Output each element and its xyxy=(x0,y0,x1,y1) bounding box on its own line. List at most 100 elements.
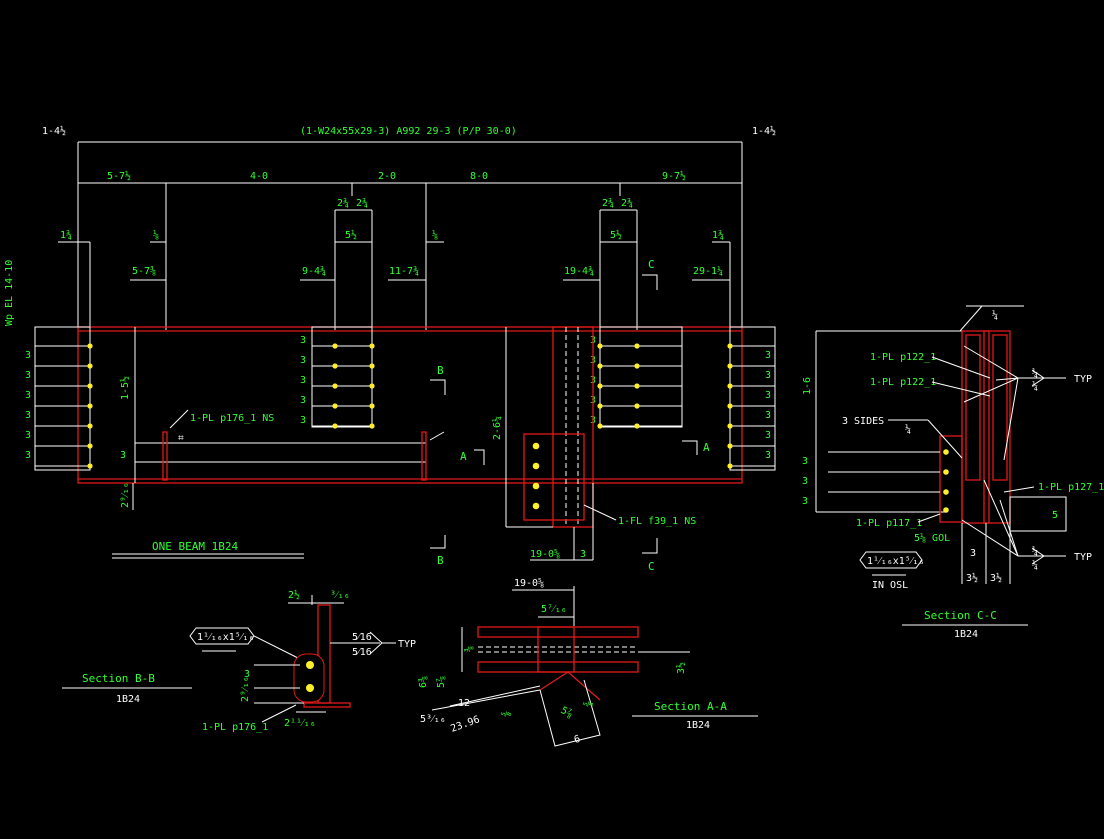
section-b-title: Section B-B xyxy=(82,672,155,685)
plate-note-b: 1-PL p176_1 xyxy=(202,722,268,733)
svg-text:3: 3 xyxy=(765,410,771,421)
svg-text:3: 3 xyxy=(802,456,808,467)
dim-mid-1: 2¾ xyxy=(356,197,368,209)
svg-text:B: B xyxy=(437,554,444,567)
dim-top2-b: ³⁄₁₆ xyxy=(330,590,350,601)
dim-locate-3: 19-4¾ xyxy=(564,265,594,277)
svg-text:TYP: TYP xyxy=(1074,552,1092,563)
dim-small-3: ⅛ xyxy=(432,229,438,241)
svg-text:IN OSL: IN OSL xyxy=(872,580,908,591)
section-c-c: 1-6 5 ¼ 3 3 3 1-PL p122_1 1-PL p122_1 3 … xyxy=(802,305,1104,640)
bolt-rows-right xyxy=(727,343,775,469)
bolt-rows-left xyxy=(35,343,93,469)
svg-text:3½: 3½ xyxy=(990,572,1002,584)
bolt-spacing-labels: 3 3 3 3 3 3 3 3 3 3 3 3 3 3 3 3 3 3 3 3 … xyxy=(25,335,771,461)
svg-text:3½: 3½ xyxy=(675,662,687,674)
plate-note-c1: 1-PL p122_1 xyxy=(870,352,936,363)
section-cut-c-bottom: C xyxy=(642,538,658,573)
svg-text:12: 12 xyxy=(458,698,470,709)
dim-mid-2: 2¾ xyxy=(602,197,614,209)
svg-text:2⁹⁄₁₆: 2⁹⁄₁₆ xyxy=(240,676,251,702)
svg-text:3: 3 xyxy=(765,350,771,361)
svg-text:3: 3 xyxy=(300,415,306,426)
section-b-subtitle: 1B24 xyxy=(116,694,140,705)
section-a-a: 19-0⅝ 5⁷⁄₁₆ ⅜ 6⅜ 5⅞ 3½ 12 5³⁄₁₆ 23.96 ⅝ … xyxy=(417,577,758,747)
svg-text:3: 3 xyxy=(300,375,306,386)
dim-small-4: 5½ xyxy=(610,229,622,241)
section-cut-b-bottom: B xyxy=(430,535,446,567)
dim-locate-1: 9-4¾ xyxy=(302,265,326,277)
svg-text:TYP: TYP xyxy=(1074,374,1092,385)
svg-text:5⁄16: 5⁄16 xyxy=(352,632,372,643)
svg-text:1-6: 1-6 xyxy=(802,377,813,395)
svg-text:5⁄16: 5⁄16 xyxy=(352,647,372,658)
beam-title: ONE BEAM 1B24 xyxy=(152,540,238,553)
svg-text:3: 3 xyxy=(300,355,306,366)
svg-text:⅝: ⅝ xyxy=(500,709,513,720)
dim-top-4: 9-7½ xyxy=(662,170,686,182)
svg-text:TYP: TYP xyxy=(398,639,416,650)
dim-mid-3: 2¾ xyxy=(621,197,633,209)
dim-top-1: 4-0 xyxy=(250,171,268,182)
svg-text:5⅞: 5⅞ xyxy=(559,704,575,720)
web-dim-3: 3 xyxy=(120,450,126,461)
svg-text:3: 3 xyxy=(25,410,31,421)
dim-small-2: 5½ xyxy=(345,229,357,241)
dim-small-1: ⅛ xyxy=(153,229,159,241)
svg-text:¼: ¼ xyxy=(1032,380,1038,392)
svg-text:3: 3 xyxy=(802,476,808,487)
section-cut-c-top: C xyxy=(642,258,658,290)
svg-text:3: 3 xyxy=(765,390,771,401)
svg-text:5⅞: 5⅞ xyxy=(435,676,447,688)
dim-top-2: 2-0 xyxy=(378,171,396,182)
svg-text:3½: 3½ xyxy=(966,572,978,584)
svg-text:3: 3 xyxy=(25,430,31,441)
member-title: (1-W24x55x29-3) A992 29-3 (P/P 30-0) xyxy=(300,126,517,137)
svg-text:3: 3 xyxy=(300,395,306,406)
section-c-subtitle: 1B24 xyxy=(954,629,978,640)
plate-note-c2: 1-PL p122_1 xyxy=(870,377,936,388)
section-cut-b-top: B xyxy=(430,364,446,395)
svg-text:6⅜: 6⅜ xyxy=(417,676,429,688)
plate-note-c4: 1-PL p117_1 xyxy=(856,518,922,529)
svg-text:5: 5 xyxy=(1052,510,1058,521)
svg-text:19-0⅝: 19-0⅝ xyxy=(514,577,544,589)
svg-text:3: 3 xyxy=(802,496,808,507)
bottom-dim: 2⁹⁄₁₆ xyxy=(120,482,131,508)
dim-top-3: 8-0 xyxy=(470,171,488,182)
bottom-loc: 19-0⅝ xyxy=(530,548,560,560)
side-dim: 2-6¼ xyxy=(491,416,503,440)
svg-text:3 SIDES: 3 SIDES xyxy=(842,416,884,427)
svg-text:¼: ¼ xyxy=(905,423,911,435)
right-end-dim: 1-4½ xyxy=(752,125,776,137)
bolt-tag-c xyxy=(859,551,923,569)
plate-note-c3: 1-PL p127_1 xyxy=(1038,482,1104,493)
svg-text:B: B xyxy=(437,364,444,377)
bolt-group-mid-left xyxy=(311,326,375,429)
beam-flange-outline xyxy=(77,326,743,484)
svg-text:3: 3 xyxy=(765,430,771,441)
section-c-title: Section C-C xyxy=(924,609,997,622)
svg-text:C: C xyxy=(648,560,655,573)
svg-text:⅝: ⅝ xyxy=(582,699,595,710)
svg-text:3: 3 xyxy=(765,450,771,461)
svg-text:¼: ¼ xyxy=(1032,545,1038,557)
dim-locate-2: 11-7¾ xyxy=(389,265,419,277)
svg-text:¼: ¼ xyxy=(992,309,998,321)
svg-text:3: 3 xyxy=(765,370,771,381)
section-a-title: Section A-A xyxy=(654,700,727,713)
dim-small-0: 1¾ xyxy=(60,229,72,241)
svg-text:2¹¹⁄₁₆: 2¹¹⁄₁₆ xyxy=(284,718,316,729)
plate-note-elevation: 1-PL p176_1 NS xyxy=(190,413,274,424)
elevation-view: (1-W24x55x29-3) A992 29-3 (P/P 30-0) 1-4… xyxy=(4,125,776,573)
workpoint-elevation: Wp EL 14-10 xyxy=(4,260,15,326)
section-cut-a-right: A xyxy=(682,440,710,455)
svg-text:3: 3 xyxy=(25,370,31,381)
svg-text:¼: ¼ xyxy=(1032,367,1038,379)
svg-text:3: 3 xyxy=(25,390,31,401)
left-end-dim: 1-4½ xyxy=(42,125,66,137)
svg-text:3: 3 xyxy=(970,548,976,559)
svg-text:3: 3 xyxy=(244,669,250,680)
svg-text:3: 3 xyxy=(25,350,31,361)
